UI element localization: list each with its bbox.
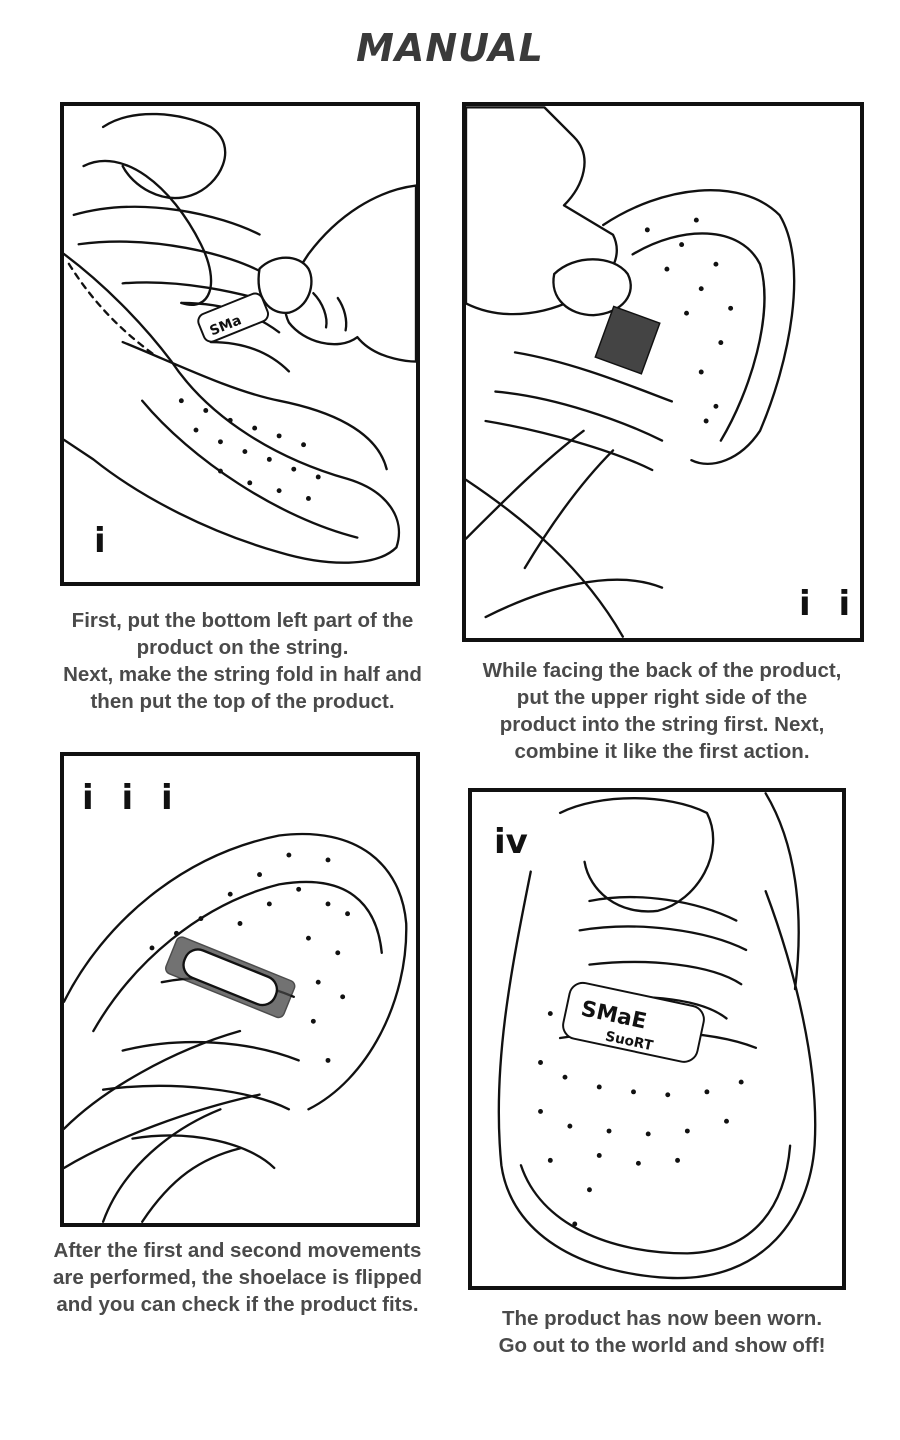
sneaker-lacing-drawing-2 xyxy=(466,106,796,638)
caption-line: put the upper right side of the xyxy=(516,686,808,709)
caption-line: After the first and second movements xyxy=(53,1239,422,1262)
step-3-numeral: i i i xyxy=(82,778,181,818)
sneaker-lacing-drawing-4: SMaE SuoRT xyxy=(497,792,817,1280)
caption-line: product on the string. xyxy=(136,636,349,659)
step-4-numeral: iv xyxy=(494,822,528,862)
step-2-numeral: i i xyxy=(799,584,859,624)
step-3-caption: After the first and second movements are… xyxy=(20,1237,455,1318)
caption-line: product into the string first. Next, xyxy=(499,713,825,736)
caption-line: then put the top of the product. xyxy=(90,690,395,713)
caption-line: First, put the bottom left part of the xyxy=(71,609,414,632)
caption-line: The product has now been worn. xyxy=(501,1307,823,1330)
step-1-caption: First, put the bottom left part of the p… xyxy=(30,607,455,715)
step-2-illustration: i i xyxy=(462,102,864,642)
step-3-illustration: i i i xyxy=(60,752,420,1227)
sneaker-lacing-drawing-3 xyxy=(64,832,408,1223)
step-4-caption: The product has now been worn. Go out to… xyxy=(452,1305,872,1359)
sneaker-lacing-drawing-1: SMa xyxy=(64,112,416,564)
step-4-illustration: SMaE SuoRT iv xyxy=(468,788,846,1290)
caption-line: Go out to the world and show off! xyxy=(498,1334,826,1357)
page-title: MANUAL xyxy=(356,26,544,70)
charm-product: SMaE SuoRT xyxy=(562,981,705,1063)
charm-product: SMa xyxy=(197,292,269,343)
step-1-numeral: i xyxy=(94,521,114,561)
step-2-caption: While facing the back of the product, pu… xyxy=(452,657,872,765)
step-1-illustration: SMa i xyxy=(60,102,420,586)
caption-line: combine it like the first action. xyxy=(514,740,810,763)
caption-line: Next, make the string fold in half and xyxy=(63,663,422,686)
caption-line: are performed, the shoelace is flipped xyxy=(52,1266,423,1289)
caption-line: and you can check if the product fits. xyxy=(56,1293,419,1316)
caption-line: While facing the back of the product, xyxy=(482,659,842,682)
